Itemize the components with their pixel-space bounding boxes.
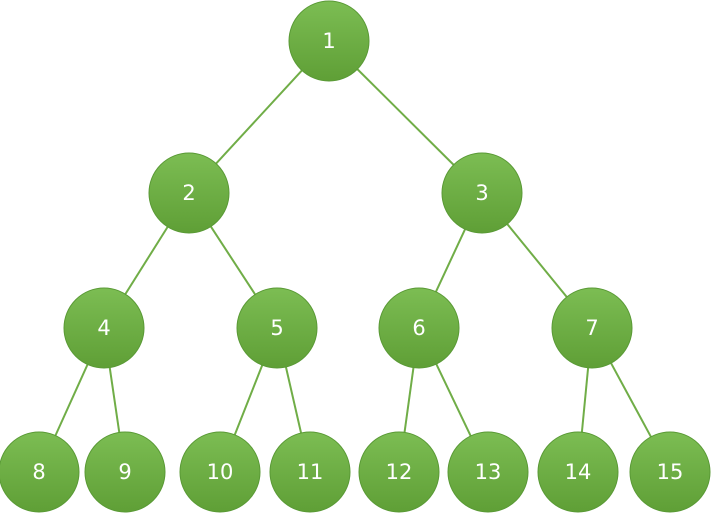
edge-1-3 <box>355 67 456 167</box>
edge-2-4 <box>123 225 170 296</box>
edge-7-14 <box>580 366 590 434</box>
tree-node-5: 5 <box>236 287 318 369</box>
edge-2-5 <box>209 225 257 296</box>
node-label: 15 <box>657 460 684 484</box>
node-label: 10 <box>207 460 234 484</box>
tree-node-1: 1 <box>288 0 370 82</box>
node-circle <box>236 287 318 369</box>
edge-3-6 <box>434 227 467 294</box>
edge-5-10 <box>233 363 264 437</box>
node-label: 1 <box>322 29 335 53</box>
node-circle <box>537 431 619 513</box>
edge-5-11 <box>284 365 303 435</box>
node-label: 9 <box>118 460 131 484</box>
tree-node-13: 13 <box>447 431 529 513</box>
tree-node-2: 2 <box>148 152 230 234</box>
edge-1-2 <box>214 69 304 165</box>
node-label: 3 <box>475 181 488 205</box>
tree-node-6: 6 <box>378 287 460 369</box>
tree-node-8: 8 <box>0 431 80 513</box>
tree-node-12: 12 <box>358 431 440 513</box>
node-circle <box>179 431 261 513</box>
node-circle <box>378 287 460 369</box>
tree-node-11: 11 <box>269 431 351 513</box>
edge-3-7 <box>505 222 569 299</box>
node-label: 2 <box>182 181 195 205</box>
edge-6-12 <box>403 366 415 434</box>
node-label: 8 <box>32 460 45 484</box>
node-label: 5 <box>270 316 283 340</box>
node-circle <box>551 287 633 369</box>
tree-node-4: 4 <box>63 287 145 369</box>
tree-node-14: 14 <box>537 431 619 513</box>
edges-layer <box>54 67 653 439</box>
tree-node-15: 15 <box>629 431 711 513</box>
node-label: 12 <box>386 460 413 484</box>
node-label: 11 <box>297 460 324 484</box>
node-label: 7 <box>585 316 598 340</box>
node-circle <box>0 431 80 513</box>
node-circle <box>148 152 230 234</box>
node-circle <box>441 152 523 234</box>
node-circle <box>288 0 370 82</box>
edge-6-13 <box>434 362 473 438</box>
tree-node-10: 10 <box>179 431 261 513</box>
node-label: 14 <box>565 460 592 484</box>
edge-4-9 <box>108 366 121 434</box>
node-circle <box>63 287 145 369</box>
node-circle <box>269 431 351 513</box>
node-circle <box>447 431 529 513</box>
edge-4-8 <box>54 363 89 437</box>
node-circle <box>358 431 440 513</box>
node-label: 4 <box>97 316 110 340</box>
edge-7-15 <box>609 361 653 439</box>
node-circle <box>84 431 166 513</box>
node-label: 6 <box>412 316 425 340</box>
tree-node-9: 9 <box>84 431 166 513</box>
tree-node-7: 7 <box>551 287 633 369</box>
node-label: 13 <box>475 460 502 484</box>
tree-node-3: 3 <box>441 152 523 234</box>
node-circle <box>629 431 711 513</box>
